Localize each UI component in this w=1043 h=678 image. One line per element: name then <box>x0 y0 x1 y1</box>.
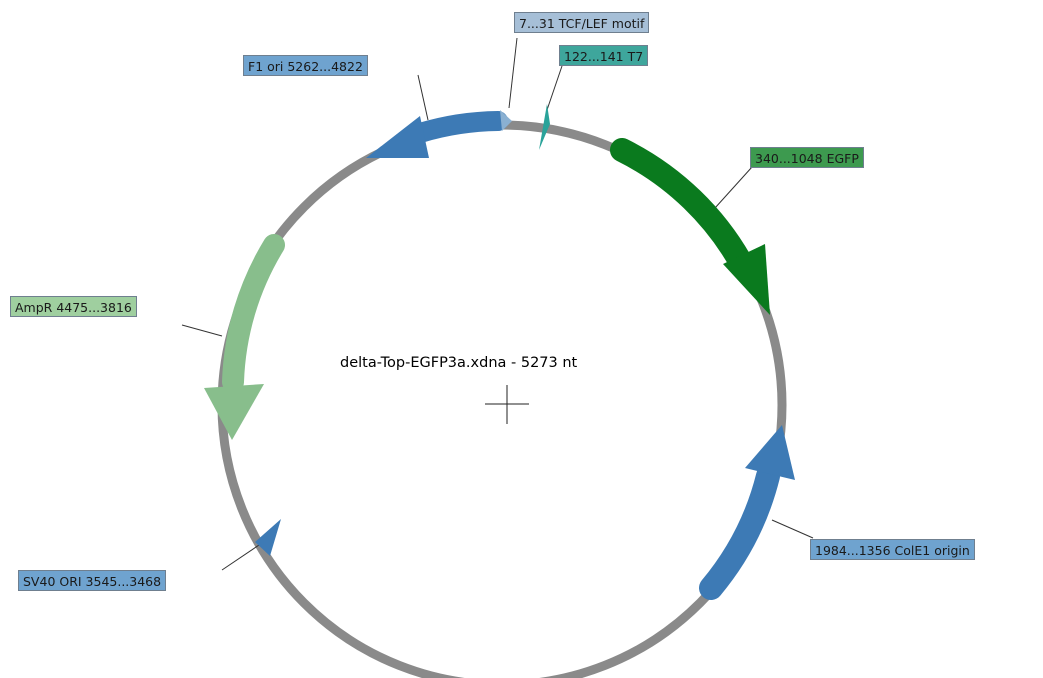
feature-tcf[interactable] <box>500 110 512 131</box>
label-ampR[interactable]: AmpR 4475...3816 <box>10 296 137 317</box>
leader-t7 <box>546 65 563 111</box>
center-crosshair <box>485 385 529 424</box>
label-tcf[interactable]: 7...31 TCF/LEF motif <box>514 12 650 33</box>
feature-egfp[interactable] <box>610 138 770 315</box>
leader-f1ori <box>417 74 429 121</box>
label-sv40[interactable]: SV40 ORI 3545...3468 <box>18 570 167 591</box>
leader-ampR <box>181 324 223 337</box>
leader-tcf <box>508 37 518 109</box>
feature-f1ori[interactable] <box>366 111 508 158</box>
label-egfp[interactable]: 340...1048 EGFP <box>750 147 864 168</box>
plasmid-title: delta-Top-EGFP3a.xdna - 5273 nt <box>340 355 578 371</box>
label-f1ori[interactable]: F1 ori 5262...4822 <box>243 55 368 76</box>
leader-colE1 <box>771 519 814 539</box>
feature-colE1[interactable] <box>699 425 795 600</box>
leader-sv40 <box>221 542 263 571</box>
feature-ampR[interactable] <box>204 234 285 440</box>
label-colE1[interactable]: 1984...1356 ColE1 origin <box>810 539 975 560</box>
feature-sv40[interactable] <box>255 519 281 556</box>
leader-egfp <box>714 166 753 209</box>
label-t7[interactable]: 122...141 T7 <box>559 45 649 66</box>
feature-t7[interactable] <box>539 104 550 150</box>
